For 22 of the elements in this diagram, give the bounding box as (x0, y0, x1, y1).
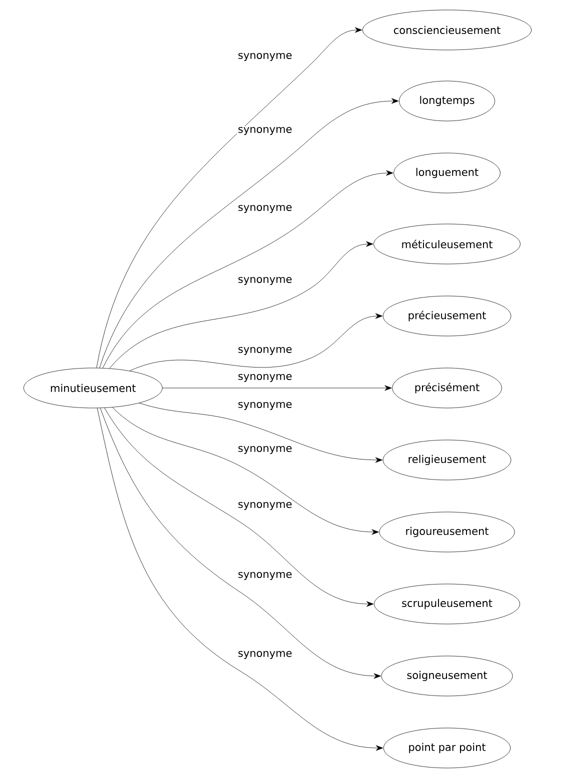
arrow (139, 402, 382, 463)
arrow (97, 408, 384, 751)
edge-label: synonyme (236, 276, 294, 286)
edge-label: synonyme (236, 570, 294, 582)
edge-label: synonyme (236, 444, 294, 456)
edge-label: synonyme (236, 126, 294, 136)
arrow (96, 27, 362, 368)
edge-label: synonyme (236, 52, 294, 62)
edge-label: synonyme (236, 346, 294, 356)
edge-label: synonyme (236, 500, 294, 512)
arrow (162, 385, 392, 391)
arrow (104, 408, 374, 607)
arrow (112, 407, 379, 535)
arrow (130, 313, 383, 372)
edge-label: synonyme (236, 400, 294, 412)
edge-label: synonyme (236, 372, 294, 384)
arrow (100, 408, 381, 679)
edge-label: synonyme (236, 204, 294, 214)
arrow (99, 98, 399, 368)
edge-label: synonyme (236, 650, 294, 660)
arrow (109, 241, 374, 369)
arrow (102, 170, 394, 368)
